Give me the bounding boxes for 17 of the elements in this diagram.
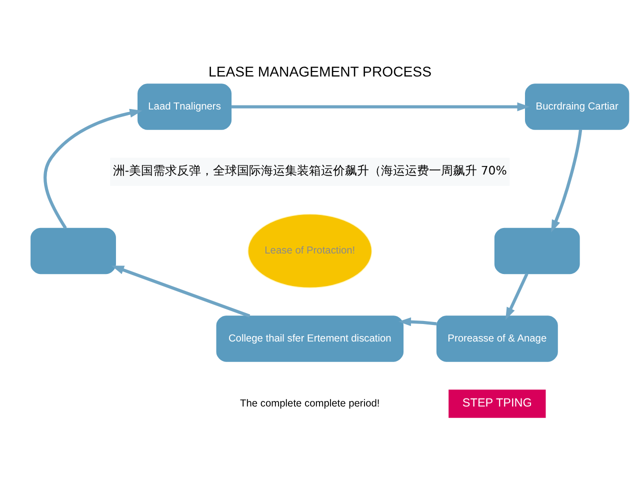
arrow: [551, 129, 582, 233]
arrow: [398, 317, 437, 326]
node-ellipse: Lease of Protaction!: [248, 214, 372, 288]
node-box: [494, 228, 580, 274]
arrow: [44, 108, 142, 230]
label: STEP TPING: [462, 396, 532, 410]
label: The complete complete period!: [240, 398, 380, 410]
label: 洲-美国需求反弹，全球国际海运集装箱运价飙升（海运运费一周飙升 70%: [112, 164, 507, 178]
node-box: College thail sfer Ertement discation: [216, 316, 404, 362]
arrow: [505, 273, 528, 320]
diagram-title: LEASE MANAGEMENT PROCESS: [208, 64, 432, 80]
arrow: [231, 102, 530, 112]
node-box: [30, 228, 116, 274]
arrow: [111, 266, 250, 318]
node-box: Proreasse of & Anage: [436, 316, 558, 362]
node-box: Bucrdraing Cartiar: [524, 84, 630, 130]
node-box: Laad Tnaligners: [138, 84, 232, 130]
